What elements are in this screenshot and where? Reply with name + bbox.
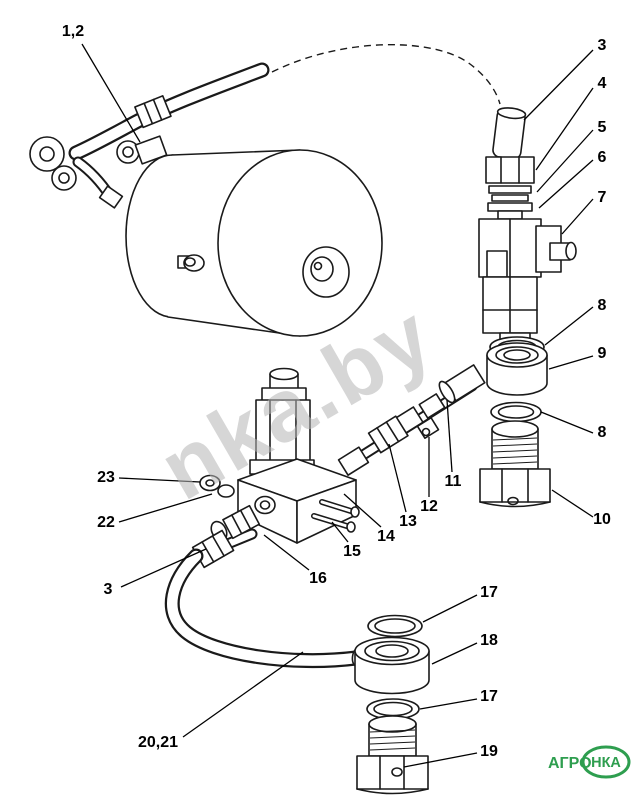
threaded-fitting-19 [356,715,429,795]
bottom-pipe [164,548,365,669]
leader-line [538,159,594,209]
leader-line [536,129,594,193]
washer-22 [217,484,235,498]
valve-block [237,458,360,544]
callout-17-upper: 17 [480,584,498,601]
leader-lines [81,43,594,768]
leader-line [331,521,349,543]
leader-line [523,49,594,121]
logo-oval [581,745,631,779]
threaded-fitting-10 [479,420,551,508]
leader-line [544,306,594,346]
leader-line [446,399,453,473]
hex-nut-10 [479,468,551,503]
reference-dashed-line [271,44,501,105]
logo-text-agro: АГРО [548,755,592,772]
leader-line [118,477,201,483]
callout-20-21: 20,21 [138,734,178,751]
callout-22: 22 [97,514,115,531]
regulator-valve [478,107,577,348]
leader-line [548,355,594,370]
leader-line [182,651,304,738]
callout-19: 19 [480,743,498,760]
leader-line [551,489,594,518]
leader-line [561,198,594,235]
air-cylinder [116,135,383,337]
leader-line [431,642,478,665]
callout-5: 5 [598,119,607,136]
callout-8-upper: 8 [598,297,607,314]
leader-line [535,87,594,171]
diagonal-pipe-assembly [337,364,486,476]
callout-7: 7 [598,189,607,206]
block-right-face [296,479,357,544]
callout-16: 16 [309,570,327,587]
callout-14: 14 [377,528,395,545]
callout-4: 4 [598,75,607,92]
callout-8-lower: 8 [598,424,607,441]
leader-line [403,752,478,768]
nuts-22-23 [199,474,235,498]
callout-18: 18 [480,632,498,649]
logo: АГРО НКА [548,745,631,779]
union-nut-13 [367,415,409,454]
callout-10: 10 [593,511,611,528]
callout-6: 6 [598,149,607,166]
pipe-elbow [337,446,370,476]
leader-line [419,698,478,710]
callout-3-left: 3 [104,581,113,598]
bolt-head [350,506,360,518]
callout-12: 12 [420,498,438,515]
leader-line [120,548,207,588]
leader-line [343,493,382,528]
hose-assembly [29,62,270,209]
callout-15: 15 [343,543,361,560]
leader-line [540,411,594,434]
top-plug [269,367,299,381]
union-nut [222,504,261,540]
round-fitting-18 [354,636,430,695]
callout-1-2: 1,2 [62,23,84,40]
washer-6 [491,194,529,202]
callout-11: 11 [445,473,462,490]
seal-ring-17-upper [367,614,423,638]
callout-labels: 1,2 3 4 5 6 7 8 9 8 10 11 12 13 14 15 16… [62,23,611,760]
bolt-head [346,521,356,533]
banjo-ring [29,136,65,172]
leader-line [81,43,141,143]
callout-23: 23 [97,469,115,486]
callout-3-top: 3 [598,37,607,54]
callout-17-lower: 17 [480,688,498,705]
washer-5 [488,185,532,194]
leader-line [422,594,478,623]
leader-line [263,534,310,571]
hex-nut-4 [485,156,535,184]
leader-line [118,493,213,523]
leader-line [388,443,407,513]
pipe-collar [418,393,446,419]
round-fitting-9 [486,342,548,396]
nut-23 [199,474,221,492]
washer-8-lower [490,401,542,423]
callout-9: 9 [598,345,607,362]
callout-13: 13 [399,513,417,530]
logo-text-nka: НКА [591,755,621,771]
block-port [254,495,276,515]
